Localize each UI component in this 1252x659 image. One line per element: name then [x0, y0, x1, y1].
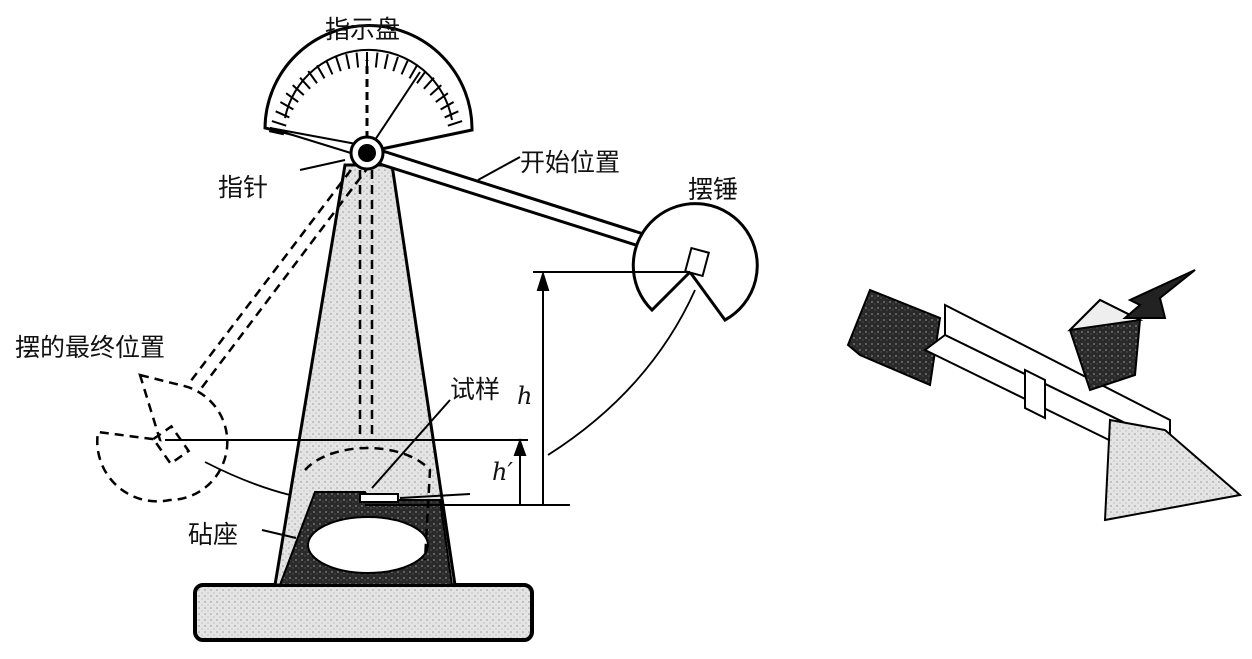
dial-tick	[429, 84, 442, 96]
dial-tick	[447, 120, 463, 127]
dial-tick	[307, 70, 318, 84]
dial-tick	[279, 101, 294, 111]
dial-tick	[271, 120, 287, 127]
dial-tick	[275, 110, 290, 119]
anvil	[278, 491, 454, 586]
label-specimen: 试样	[450, 375, 501, 404]
specimen	[359, 493, 399, 503]
dial-tick	[325, 60, 334, 75]
specimen-perspective	[846, 269, 1243, 522]
dial-tick	[440, 101, 455, 111]
dial-tick	[400, 60, 409, 75]
pendulum-start	[365, 143, 759, 322]
height-lines	[165, 156, 690, 539]
dial-tick	[374, 52, 379, 68]
dial-tick	[345, 53, 351, 70]
dial	[263, 24, 474, 154]
dial-tick	[335, 56, 342, 72]
label-pointer: 指针	[218, 173, 269, 202]
dial-tick	[408, 64, 418, 79]
dial-tick	[285, 92, 299, 103]
label-hammer: 摆锤	[688, 175, 739, 204]
swing-arcs	[204, 289, 696, 496]
dial-tick	[392, 56, 399, 72]
dial-tick	[444, 110, 459, 119]
label-anvil: 砧座	[188, 520, 239, 549]
dial-tick	[435, 92, 449, 103]
pendulum-final-dashed	[96, 157, 432, 561]
dial-tick	[449, 130, 466, 136]
dial-tick	[355, 52, 360, 68]
label-dial: 指示盘	[325, 15, 401, 44]
dial-tick	[268, 130, 285, 136]
dial-tick	[299, 77, 311, 90]
dial-tick	[383, 53, 389, 70]
label-h-prime: h′	[492, 458, 513, 486]
label-final-position: 摆的最终位置	[15, 333, 166, 362]
label-h: h	[517, 382, 533, 410]
base-slab	[193, 583, 534, 642]
dial-tick	[423, 77, 435, 90]
label-start-position: 开始位置	[520, 148, 621, 177]
dial-tick	[292, 84, 305, 96]
dial-tick	[416, 70, 427, 84]
dial-tick	[316, 64, 326, 79]
